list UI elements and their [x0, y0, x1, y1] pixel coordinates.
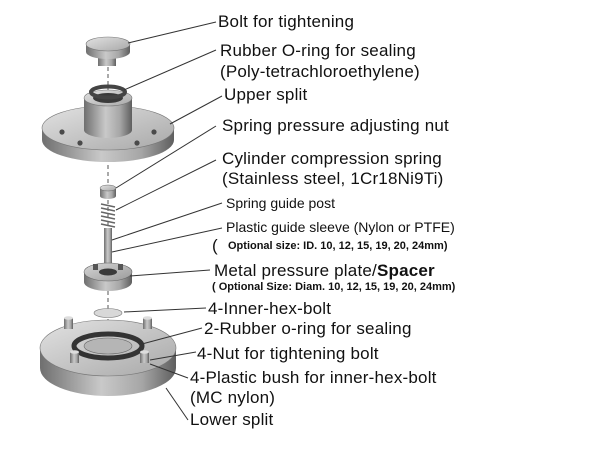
label-bush: 4-Plastic bush for inner-hex-bolt	[190, 368, 437, 387]
guide-post-part	[104, 228, 112, 266]
label-bolt: Bolt for tightening	[218, 12, 355, 31]
label-lower-split: Lower split	[190, 410, 274, 429]
upper-oring-part	[89, 84, 127, 100]
label-spring-material: (Stainless steel, 1Cr18Ni9Ti)	[222, 169, 444, 188]
label-plate-size: ( Optional Size: Diam. 10, 12, 15, 19, 2…	[212, 281, 456, 293]
label-spring: Cylinder compression spring	[222, 149, 442, 168]
label-guide-post: Spring guide post	[226, 195, 335, 211]
label-sleeve-size-paren: (	[212, 236, 218, 255]
label-upper-oring-material: (Poly-tetrachloroethylene)	[220, 62, 420, 81]
pressure-plate-part	[83, 262, 133, 291]
label-inner-hex-bolt: 4-Inner-hex-bolt	[208, 299, 332, 318]
label-adjusting-nut: Spring pressure adjusting nut	[222, 116, 449, 135]
bolt-part	[85, 36, 131, 66]
label-lower-oring: 2-Rubber o-ring for sealing	[204, 319, 412, 338]
label-nut: 4-Nut for tightening bolt	[197, 344, 379, 363]
inner-hex-bolts	[64, 316, 152, 363]
upper-split-part	[41, 89, 175, 162]
label-pressure-plate-main: Metal pressure plate/	[214, 261, 377, 280]
label-spacer: Spacer	[376, 261, 435, 280]
label-pressure-plate: Metal pressure plate/Spacer	[214, 262, 435, 279]
adjusting-nut-part	[99, 184, 117, 199]
lower-split-part	[39, 308, 177, 396]
label-upper-oring: Rubber O-ring for sealing	[220, 41, 416, 60]
spring-part	[100, 203, 116, 228]
label-sleeve-size: Optional size: ID. 10, 12, 15, 19, 20, 2…	[228, 240, 448, 252]
label-guide-sleeve: Plastic guide sleeve (Nylon or PTFE)	[226, 219, 455, 235]
leader-lines	[111, 21, 223, 421]
label-upper-split: Upper split	[224, 85, 308, 104]
label-bush-material: (MC nylon)	[190, 388, 276, 407]
